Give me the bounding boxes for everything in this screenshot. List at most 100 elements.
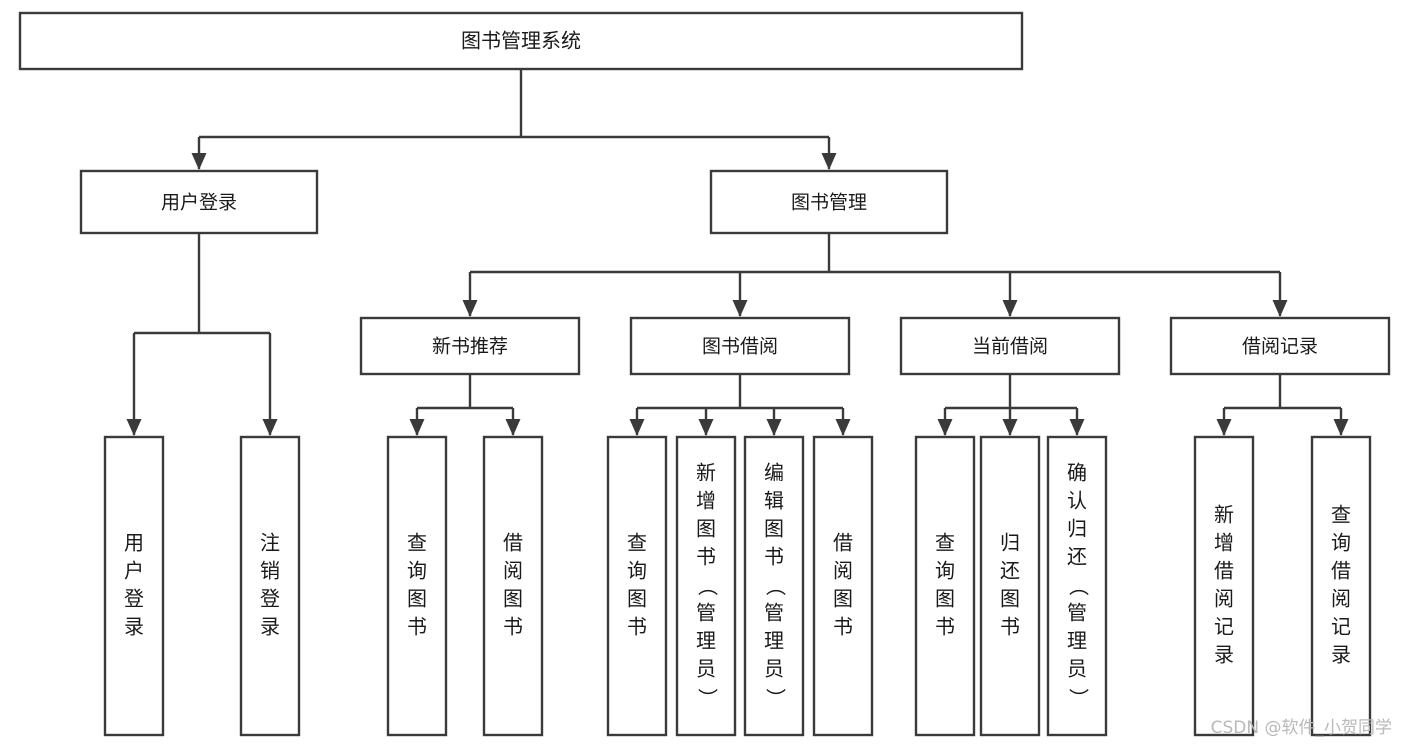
leaf-user-login-box[interactable] — [103, 435, 165, 737]
svg-text:查: 查 — [1331, 503, 1351, 527]
leaf-query-book-3-box[interactable] — [914, 435, 976, 737]
node-new-book-rec-label: 新书推荐 — [432, 336, 508, 358]
svg-text:记: 记 — [1331, 615, 1351, 639]
root-node-system-box[interactable] — [18, 11, 1024, 71]
node-current-borrow-label: 当前借阅 — [972, 336, 1048, 358]
arrow-head-icon — [1069, 419, 1085, 436]
svg-text:借: 借 — [1214, 559, 1234, 583]
arrow-head-icon — [126, 419, 142, 436]
leaf-borrow-book-2-box[interactable] — [812, 435, 874, 737]
svg-text:增: 增 — [1214, 531, 1234, 555]
leaf-borrow-book-1-box[interactable] — [482, 435, 544, 737]
svg-text:用: 用 — [124, 531, 144, 555]
svg-text:新: 新 — [696, 461, 716, 485]
arrow-head-icon — [462, 300, 478, 317]
node-borrow-record-label: 借阅记录 — [1242, 336, 1318, 358]
svg-text:图: 图 — [1000, 587, 1020, 611]
arrow-head-icon — [1272, 300, 1288, 317]
node-book-borrow[interactable]: 图书借阅 — [629, 316, 851, 376]
svg-text:录: 录 — [260, 615, 280, 639]
svg-text:借: 借 — [503, 531, 523, 555]
node-book-manage-box[interactable] — [709, 169, 949, 235]
arrow-head-icon — [191, 153, 207, 170]
node-user-login-box[interactable] — [79, 169, 319, 235]
connector-layer — [126, 69, 1349, 436]
arrow-head-icon — [937, 419, 953, 436]
svg-text:书: 书 — [696, 545, 716, 569]
node-borrow-record[interactable]: 借阅记录 — [1169, 316, 1391, 376]
svg-text:增: 增 — [696, 489, 716, 513]
svg-text:归: 归 — [1000, 531, 1020, 555]
node-book-borrow-box[interactable] — [629, 316, 851, 376]
svg-text:还: 还 — [1000, 559, 1020, 583]
node-book-manage[interactable]: 图书管理 — [709, 169, 949, 235]
arrow-head-icon — [835, 419, 851, 436]
svg-text:书: 书 — [833, 615, 853, 639]
node-current-borrow[interactable]: 当前借阅 — [899, 316, 1121, 376]
svg-text:图: 图 — [833, 587, 853, 611]
svg-text:管: 管 — [1067, 601, 1087, 625]
svg-text:查: 查 — [407, 531, 427, 555]
svg-text:管: 管 — [764, 601, 784, 625]
arrow-head-icon — [1002, 419, 1018, 436]
svg-text:借: 借 — [833, 531, 853, 555]
svg-text:认: 认 — [1067, 489, 1087, 513]
leaf-return-book-box[interactable] — [979, 435, 1041, 737]
node-new-book-rec-box[interactable] — [359, 316, 581, 376]
leaf-query-book-1-box[interactable] — [386, 435, 448, 737]
arrow-head-icon — [821, 153, 837, 170]
svg-text:录: 录 — [1214, 643, 1234, 667]
svg-text:员: 员 — [764, 657, 784, 681]
leaf-add-book-box[interactable] — [675, 435, 737, 737]
svg-text:书: 书 — [935, 615, 955, 639]
svg-text:归: 归 — [1067, 517, 1087, 541]
leaf-confirm-return-box[interactable] — [1046, 435, 1108, 737]
leaf-user-logout-box[interactable] — [239, 435, 301, 737]
node-book-manage-label: 图书管理 — [791, 192, 867, 214]
node-book-borrow-label: 图书借阅 — [702, 336, 778, 358]
arrow-head-icon — [732, 300, 748, 317]
leaf-query-record-box[interactable] — [1310, 435, 1372, 737]
svg-text:新: 新 — [1214, 503, 1234, 527]
svg-text:（: （ — [764, 576, 788, 596]
leaf-edit-book-box[interactable] — [743, 435, 805, 737]
svg-text:查: 查 — [627, 531, 647, 555]
arrow-head-icon — [698, 419, 714, 436]
svg-text:员: 员 — [1067, 657, 1087, 681]
arrow-head-icon — [629, 419, 645, 436]
root-node-system[interactable]: 图书管理系统 — [18, 11, 1024, 71]
node-new-book-rec[interactable]: 新书推荐 — [359, 316, 581, 376]
svg-text:借: 借 — [1331, 559, 1351, 583]
svg-text:管: 管 — [696, 601, 716, 625]
svg-text:（: （ — [1067, 576, 1091, 596]
node-user-login[interactable]: 用户登录 — [79, 169, 319, 235]
leaf-query-book-2-box[interactable] — [606, 435, 668, 737]
svg-text:登: 登 — [124, 587, 144, 611]
node-current-borrow-box[interactable] — [899, 316, 1121, 376]
node-user-login-label: 用户登录 — [161, 192, 237, 214]
arrow-head-icon — [766, 419, 782, 436]
leaf-add-record-box[interactable] — [1193, 435, 1255, 737]
node-borrow-record-box[interactable] — [1169, 316, 1391, 376]
leaf-user-login-label: 用户登录 — [124, 531, 144, 639]
leaf-user-login[interactable]: 用户登录 — [103, 435, 165, 737]
